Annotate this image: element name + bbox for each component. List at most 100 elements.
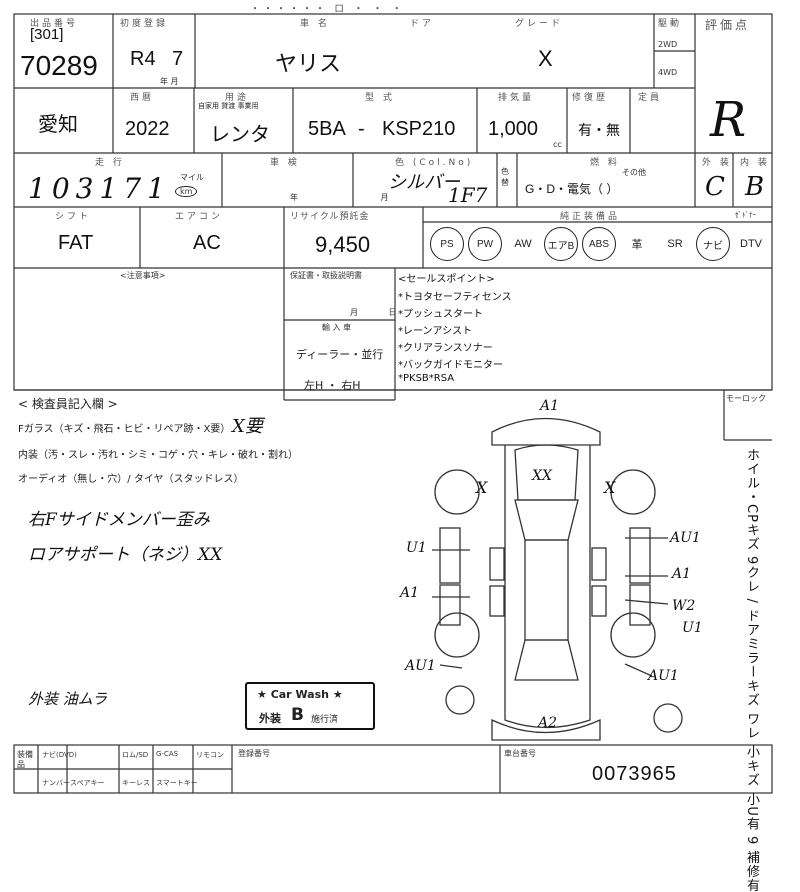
mileage-caption: 走 行 bbox=[95, 158, 125, 168]
kit-item: キーレス bbox=[122, 779, 150, 787]
left-front-door bbox=[439, 527, 461, 584]
sales-point: *PKSB*RSA bbox=[398, 373, 455, 384]
mark-rear: A2 bbox=[538, 715, 558, 731]
sales-point: *トヨタセーフティセンス bbox=[398, 292, 512, 303]
shaken-caption: 車 検 bbox=[270, 158, 300, 168]
mark-left-3: AU1 bbox=[405, 658, 436, 674]
kit-item: ナビ(DVD) bbox=[42, 751, 77, 759]
inspector-note-2: ロアサポート（ネジ）XX bbox=[28, 545, 223, 565]
diagram-side-note: ホイル・CPキズ 9クレ / ドアミラーキズ ワレ 小キズ 小U有 9 補修有 bbox=[744, 448, 759, 892]
fuel-caption: 燃 料 bbox=[590, 158, 620, 168]
use-caption: 用途 bbox=[225, 93, 250, 103]
fuel: G・D・電気（ ） bbox=[525, 182, 619, 196]
mileage-unit-km: km bbox=[175, 186, 198, 197]
mark-right-3b: U1 bbox=[682, 620, 703, 636]
equip-item-6: SR bbox=[667, 238, 683, 250]
left-rear-door bbox=[439, 584, 461, 626]
frame-caption: 車台番号 bbox=[504, 749, 536, 758]
equip-extra: ｾﾞﾄﾞﾅｰ bbox=[735, 211, 756, 219]
repair: 有・無 bbox=[578, 122, 620, 138]
mark-left-1: U1 bbox=[406, 540, 427, 556]
inspector-note-3: 外装 油ムラ bbox=[28, 690, 108, 708]
mark-rf-tire: X bbox=[604, 478, 616, 497]
shaken-sub: 年 月 bbox=[290, 193, 429, 202]
right-rear-door bbox=[629, 584, 651, 626]
diagram-corner-caption: モーロック bbox=[726, 394, 766, 403]
mileage: 103171 bbox=[28, 172, 171, 205]
lr-tire bbox=[434, 612, 480, 658]
equip-item-4: ABS bbox=[582, 227, 616, 261]
model-dash: - bbox=[358, 118, 365, 140]
carwash-title: ★ Car Wash ★ bbox=[257, 688, 343, 701]
capacity-caption: 定員 bbox=[638, 93, 663, 103]
name-caption: 車 名 bbox=[300, 19, 330, 29]
carwash-stamp: ★ Car Wash ★ 外装 B 施行済 bbox=[245, 682, 375, 730]
equip-item-5: 革 bbox=[631, 239, 643, 251]
cc: 1,000 bbox=[488, 118, 539, 140]
warranty-caption: 保証書・取扱説明書 bbox=[290, 271, 362, 280]
inspector-interior: 内装（汚・スレ・汚れ・シミ・コゲ・穴・キレ・破れ・割れ） bbox=[18, 450, 298, 461]
import-caption: 輸 入 車 bbox=[322, 323, 352, 332]
warranty-sub: 月 日 bbox=[350, 308, 411, 317]
color-side: 色 替 bbox=[501, 167, 509, 187]
rr-tire bbox=[610, 612, 656, 658]
exterior-grade: C bbox=[705, 172, 725, 202]
model-prefix: 5BA bbox=[308, 118, 346, 140]
use: レンタ bbox=[210, 124, 270, 146]
mark-front: A1 bbox=[540, 398, 560, 414]
score: R bbox=[710, 92, 747, 148]
drive-4wd: 4WD bbox=[658, 68, 678, 77]
sales-point: *レーンアシスト bbox=[398, 326, 473, 337]
rf-tire bbox=[610, 469, 656, 515]
mark-right-3: W2 bbox=[672, 598, 696, 614]
reg-month: 7 bbox=[172, 48, 184, 70]
year: 2022 bbox=[125, 118, 170, 140]
car-body bbox=[504, 445, 591, 729]
recycle-caption: リサイクル預託金 bbox=[290, 212, 370, 222]
sales-point: *クリアランスソナー bbox=[398, 343, 493, 354]
kit-item: スペアキー bbox=[70, 779, 105, 787]
exterior-caption: 外 装 bbox=[702, 158, 732, 168]
score-caption: 評価点 bbox=[705, 18, 751, 32]
ac-caption: エアコン bbox=[175, 212, 224, 222]
kit-item: スマートキー bbox=[156, 779, 198, 787]
equip-item-2: AW bbox=[514, 238, 532, 250]
model-caption: 型 式 bbox=[365, 93, 395, 103]
cc-caption: 排気量 bbox=[498, 93, 535, 103]
door-caption: ドア bbox=[410, 19, 435, 29]
drive-caption: 駆動 bbox=[658, 19, 683, 29]
car-diagram bbox=[432, 417, 683, 741]
front-bumper bbox=[491, 417, 601, 446]
auction-sheet: ・・・・・・ ロ ・ ・ ・ 出品番号 [301] 70289 初度登録 R4 … bbox=[13, 4, 773, 892]
rear-glass bbox=[514, 639, 579, 681]
mark-left-2: A1 bbox=[400, 585, 420, 601]
mark-lf-tire: X bbox=[476, 478, 488, 497]
dealer: ディーラー・並行 bbox=[296, 348, 384, 361]
kit-caption: 装備品 bbox=[17, 750, 33, 769]
drive-2wd: 2WD bbox=[658, 40, 678, 49]
rear-bumper bbox=[491, 718, 601, 741]
inspector-title: < 検査員記入欄 > bbox=[18, 397, 118, 411]
windshield bbox=[514, 499, 579, 541]
inspector-note-1: 右Fサイドメンバー歪み bbox=[28, 510, 210, 530]
equip-item-8: DTV bbox=[740, 238, 762, 250]
reg-no-caption: 登録番号 bbox=[238, 749, 270, 758]
kit-item: G-CAS bbox=[156, 750, 179, 758]
shift: FAT bbox=[58, 232, 94, 254]
spare-left bbox=[445, 685, 475, 715]
inspector-audio: オーディオ（無し・穴）/ タイヤ（スタッドレス） bbox=[18, 474, 244, 485]
year-caption: 西暦 bbox=[130, 93, 155, 103]
sheet-grid bbox=[13, 13, 773, 794]
interior-grade: B bbox=[745, 172, 765, 202]
cc-unit: cc bbox=[553, 140, 562, 149]
color-no: 1F7 bbox=[448, 183, 488, 207]
use-sub: 自家用 貸渡 事業用 bbox=[198, 102, 259, 110]
interior-caption: 内 装 bbox=[740, 158, 770, 168]
carwash-exterior: 外装 bbox=[259, 712, 281, 725]
left-window-rear bbox=[489, 585, 505, 617]
model: KSP210 bbox=[382, 118, 456, 140]
mark-hood: XX bbox=[532, 468, 552, 484]
kit-item: リモコン bbox=[196, 751, 224, 759]
mark-right-1: AU1 bbox=[670, 530, 701, 546]
glass-mark: X要 bbox=[232, 416, 263, 437]
